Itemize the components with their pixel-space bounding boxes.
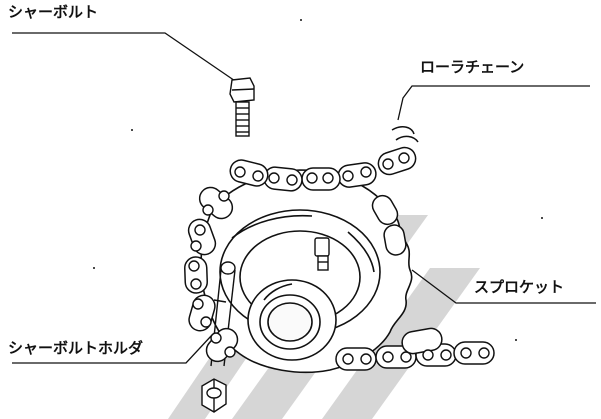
leader-lines: [12, 32, 596, 364]
shear-bolt-nut: [201, 378, 227, 413]
roller-chain-label: ローラチェーン: [420, 58, 525, 76]
set-screw: [314, 237, 330, 271]
shear-bolt-holder-label: シャーボルトホルダ: [8, 339, 144, 357]
specks: [93, 19, 543, 341]
shear-bolt: [229, 77, 255, 137]
sprocket-body: [200, 169, 413, 374]
shear-bolt-label: シャーボルト: [8, 3, 99, 21]
sprocket-label: スプロケット: [474, 278, 565, 296]
chain-rollers: [188, 152, 490, 365]
